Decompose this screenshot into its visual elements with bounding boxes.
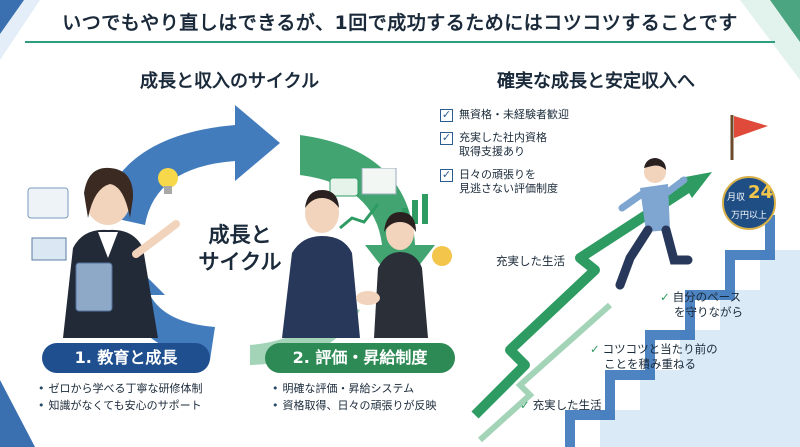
check-icon: ✓ xyxy=(660,290,670,304)
green-arrow-right xyxy=(300,135,435,290)
check-icon: ✓ xyxy=(590,342,600,356)
benefits-checklist: ✓ 無資格・未経験者歓迎 ✓ 充実した社内資格 取得支援あり ✓ 日々の頑張りを… xyxy=(440,108,610,205)
stair-label-fulfilling-life-bottom: ✓充実した生活 xyxy=(520,398,602,413)
checklist-line: 無資格・未経験者歓迎 xyxy=(459,108,569,121)
stair-label-fulfilling-life-top: 充実した生活 xyxy=(496,254,565,269)
blue-arrow-top xyxy=(100,105,280,225)
pill-education: 1. 教育と成長 xyxy=(42,343,210,373)
cycle-section-title: 成長と収入のサイクル xyxy=(140,71,320,92)
badge-suffix: 万円以上 xyxy=(730,211,767,221)
stair-label-line: 充実した生活 xyxy=(496,254,565,268)
education-bullet: ゼロから学べる丁寧な研修体制 xyxy=(38,380,203,397)
education-bullet: 知識がなくても安心のサポート xyxy=(38,397,203,414)
staircase-illustration xyxy=(471,115,800,447)
stair-label-own-pace: ✓自分のペース を守りながら xyxy=(660,290,743,320)
stair-label-steady: ✓コツコツと当たり前の ことを積み重ねる xyxy=(590,342,718,372)
pill-evaluation: 2. 評価・昇給制度 xyxy=(265,343,455,373)
evaluation-bullets: 明確な評価・昇給システム 資格取得、日々の頑張りが反映 xyxy=(272,380,437,414)
center-label-line2: サイクル xyxy=(198,250,282,274)
stair-label-line: コツコツと当たり前の xyxy=(602,342,718,356)
headline: いつでもやり直しはできるが、1回で成功するためにはコツコツすることです xyxy=(62,12,738,34)
checklist-line: 充実した社内資格 xyxy=(459,131,547,144)
checklist-line: 日々の頑張りを xyxy=(459,168,536,181)
education-bullets: ゼロから学べる丁寧な研修体制 知識がなくても安心のサポート xyxy=(38,380,203,414)
growth-section-title: 確実な成長と安定収入へ xyxy=(497,71,695,92)
badge-prefix: 月収 xyxy=(727,193,746,203)
evaluation-bullet: 明確な評価・昇給システム xyxy=(272,380,437,397)
center-label-line1: 成長と xyxy=(208,223,272,247)
checkbox-icon: ✓ xyxy=(440,131,453,145)
salary-badge: 月収 24 万円以上 xyxy=(722,176,776,230)
stair-label-line: 自分のペース xyxy=(672,290,742,304)
stair-label-line: を守りながら xyxy=(674,305,743,319)
evaluation-bullet: 資格取得、日々の頑張りが反映 xyxy=(272,397,437,414)
checklist-line: 取得支援あり xyxy=(459,145,525,158)
checklist-item: ✓ 無資格・未経験者歓迎 xyxy=(440,108,610,122)
checkbox-icon: ✓ xyxy=(440,168,453,182)
checklist-line: 見逃さない評価制度 xyxy=(459,182,558,195)
headline-underline xyxy=(25,41,775,43)
check-icon: ✓ xyxy=(520,398,530,412)
badge-number: 24 xyxy=(748,182,774,203)
cycle-center-label: 成長と サイクル xyxy=(190,222,290,276)
checklist-item: ✓ 充実した社内資格 取得支援あり xyxy=(440,131,610,159)
handshake-illustration xyxy=(282,168,452,338)
stair-label-line: 充実した生活 xyxy=(532,398,602,412)
stair-label-line: ことを積み重ねる xyxy=(604,357,696,371)
checkbox-icon: ✓ xyxy=(440,108,453,122)
trainee-woman-illustration xyxy=(27,167,180,338)
checklist-item: ✓ 日々の頑張りを 見逃さない評価制度 xyxy=(440,168,610,196)
